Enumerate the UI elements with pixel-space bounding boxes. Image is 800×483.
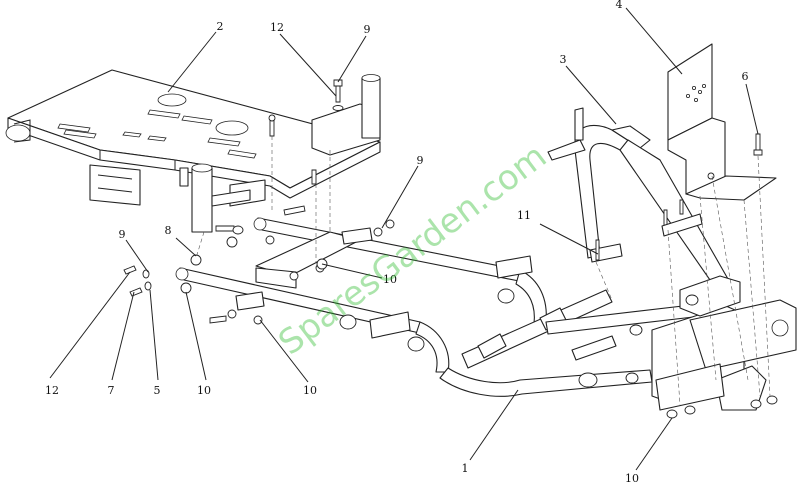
callout-2: 2 [217, 20, 224, 33]
callout-9-mid: 9 [417, 154, 424, 167]
callout-1: 1 [462, 462, 469, 475]
callout-9-left: 9 [119, 228, 126, 241]
callout-12-top: 12 [270, 21, 284, 34]
upright-tube-part [547, 107, 741, 307]
seat-bracket-part [667, 43, 777, 201]
callout-4: 4 [616, 0, 623, 11]
callout-10-mid: 10 [383, 273, 397, 286]
foot-plate-part [5, 69, 381, 233]
bolt-part-6 [753, 133, 763, 156]
hardware-group [123, 205, 778, 419]
callout-11: 11 [517, 209, 531, 222]
callout-3: 3 [560, 53, 567, 66]
leader-lines [49, 7, 759, 471]
callout-10-left: 10 [197, 384, 211, 397]
deck-side-bracket [311, 74, 381, 156]
callout-10-right: 10 [625, 472, 639, 483]
alignment-lines [195, 136, 771, 406]
callout-9-top: 9 [364, 23, 371, 36]
callout-labels: 2 3 4 6 12 9 9 8 9 11 10 10 10 12 7 5 1 … [45, 0, 749, 483]
callout-6: 6 [742, 70, 749, 83]
callout-7: 7 [108, 384, 115, 397]
callout-12-left: 12 [45, 384, 59, 397]
callout-8: 8 [165, 224, 172, 237]
callout-5: 5 [154, 384, 161, 397]
callout-10-low: 10 [303, 384, 317, 397]
